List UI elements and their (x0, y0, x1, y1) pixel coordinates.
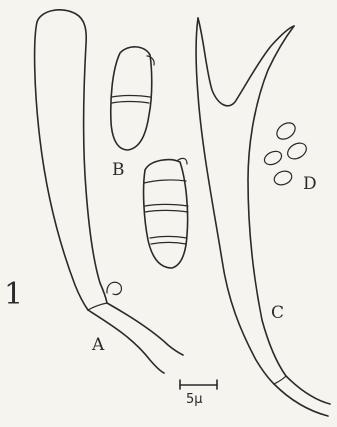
label-d: D (303, 176, 317, 193)
spore-b-upper (111, 47, 154, 150)
label-b: B (112, 162, 125, 179)
hypha-a (35, 10, 183, 373)
spore-b-lower (144, 158, 188, 268)
figure-number: 1 (4, 280, 23, 310)
label-a: A (92, 337, 104, 354)
scale-bar-label: 5µ (186, 393, 203, 406)
scale-bar (180, 380, 217, 389)
label-c: C (271, 305, 284, 322)
hypha-c (196, 18, 330, 416)
